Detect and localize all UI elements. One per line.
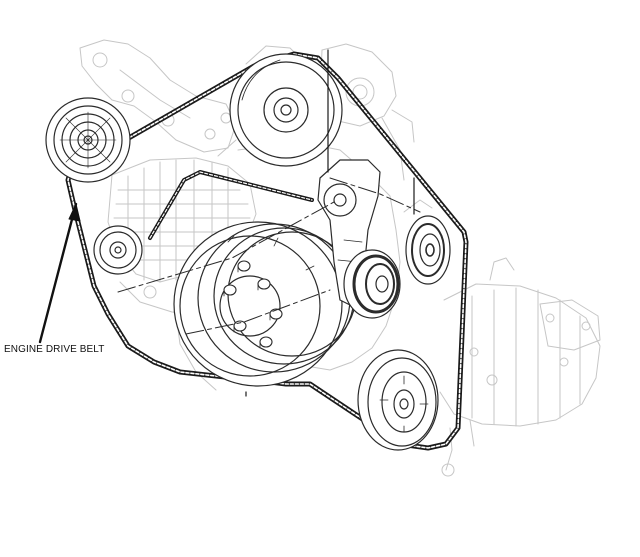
ac-compressor-pulley bbox=[357, 349, 439, 451]
engine-background bbox=[79, 39, 601, 477]
idler-pulley-left bbox=[93, 225, 143, 275]
engine-drive-belt bbox=[65, 51, 469, 451]
leader-lines bbox=[245, 49, 415, 397]
power-steering-pulley bbox=[229, 53, 343, 167]
engine-drive-belt-label: ENGINE DRIVE BELT bbox=[4, 344, 105, 355]
centerlines bbox=[117, 177, 421, 335]
belt-callout-arrow bbox=[38, 202, 81, 344]
idler-pulley-right bbox=[405, 215, 451, 285]
tensioner-pulley bbox=[343, 249, 401, 319]
idler-pulley-top-left bbox=[45, 97, 131, 183]
pulleys bbox=[45, 53, 451, 451]
crankshaft-pulley bbox=[173, 221, 357, 387]
